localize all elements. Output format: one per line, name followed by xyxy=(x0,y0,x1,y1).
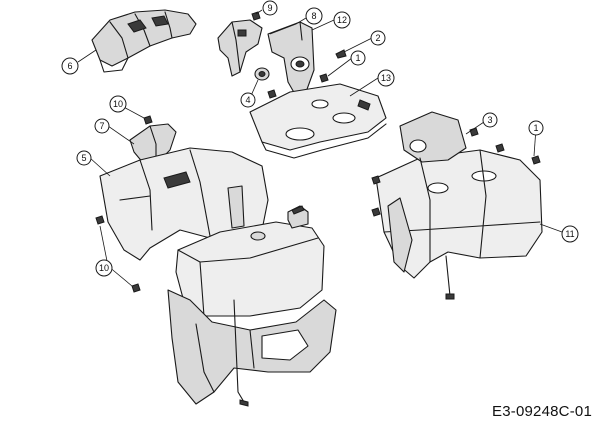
callout-10a: 10 xyxy=(109,95,127,113)
leader-lines xyxy=(77,9,563,287)
callout-5: 5 xyxy=(76,150,92,166)
fasteners xyxy=(95,11,541,293)
callout-7-label: 7 xyxy=(99,121,104,131)
callout-1b-label: 1 xyxy=(533,123,538,133)
callout-4: 4 xyxy=(240,92,256,108)
callout-13: 13 xyxy=(377,69,395,87)
callout-2-label: 2 xyxy=(375,33,380,43)
callout-7: 7 xyxy=(94,118,110,134)
callout-3-label: 3 xyxy=(487,115,492,125)
callout-6-label: 6 xyxy=(67,61,72,71)
callout-8-label: 8 xyxy=(311,11,316,21)
callout-10b: 10 xyxy=(95,259,113,277)
callout-1a: 1 xyxy=(350,50,366,66)
callout-2: 2 xyxy=(370,30,386,46)
callout-1a-label: 1 xyxy=(355,53,360,63)
part-12-steering-console xyxy=(267,21,315,97)
part-13-console-plate xyxy=(249,83,387,159)
callout-13-label: 13 xyxy=(381,73,391,83)
part-11-assembled-body xyxy=(375,111,543,300)
callout-3: 3 xyxy=(482,112,498,128)
part-8-bracket xyxy=(217,19,263,77)
drawing-reference-code: E3-09248C-01 xyxy=(492,403,592,420)
lower-frame xyxy=(167,289,337,407)
part-4-bushing xyxy=(254,67,270,81)
part-6-top-cover xyxy=(91,9,197,73)
callout-12: 12 xyxy=(333,11,351,29)
callout-6: 6 xyxy=(61,57,79,75)
callout-10b-label: 10 xyxy=(99,263,109,273)
callout-1b: 1 xyxy=(528,120,544,136)
callout-11: 11 xyxy=(561,225,579,243)
callout-11-label: 11 xyxy=(565,229,574,239)
fuel-tank xyxy=(175,205,325,317)
callout-9: 9 xyxy=(262,0,278,16)
callout-10a-label: 10 xyxy=(113,99,123,109)
callout-12-label: 12 xyxy=(337,15,347,25)
callout-9-label: 9 xyxy=(267,3,272,13)
callout-8: 8 xyxy=(305,7,323,25)
callout-5-label: 5 xyxy=(81,153,86,163)
callout-4-label: 4 xyxy=(245,95,250,105)
